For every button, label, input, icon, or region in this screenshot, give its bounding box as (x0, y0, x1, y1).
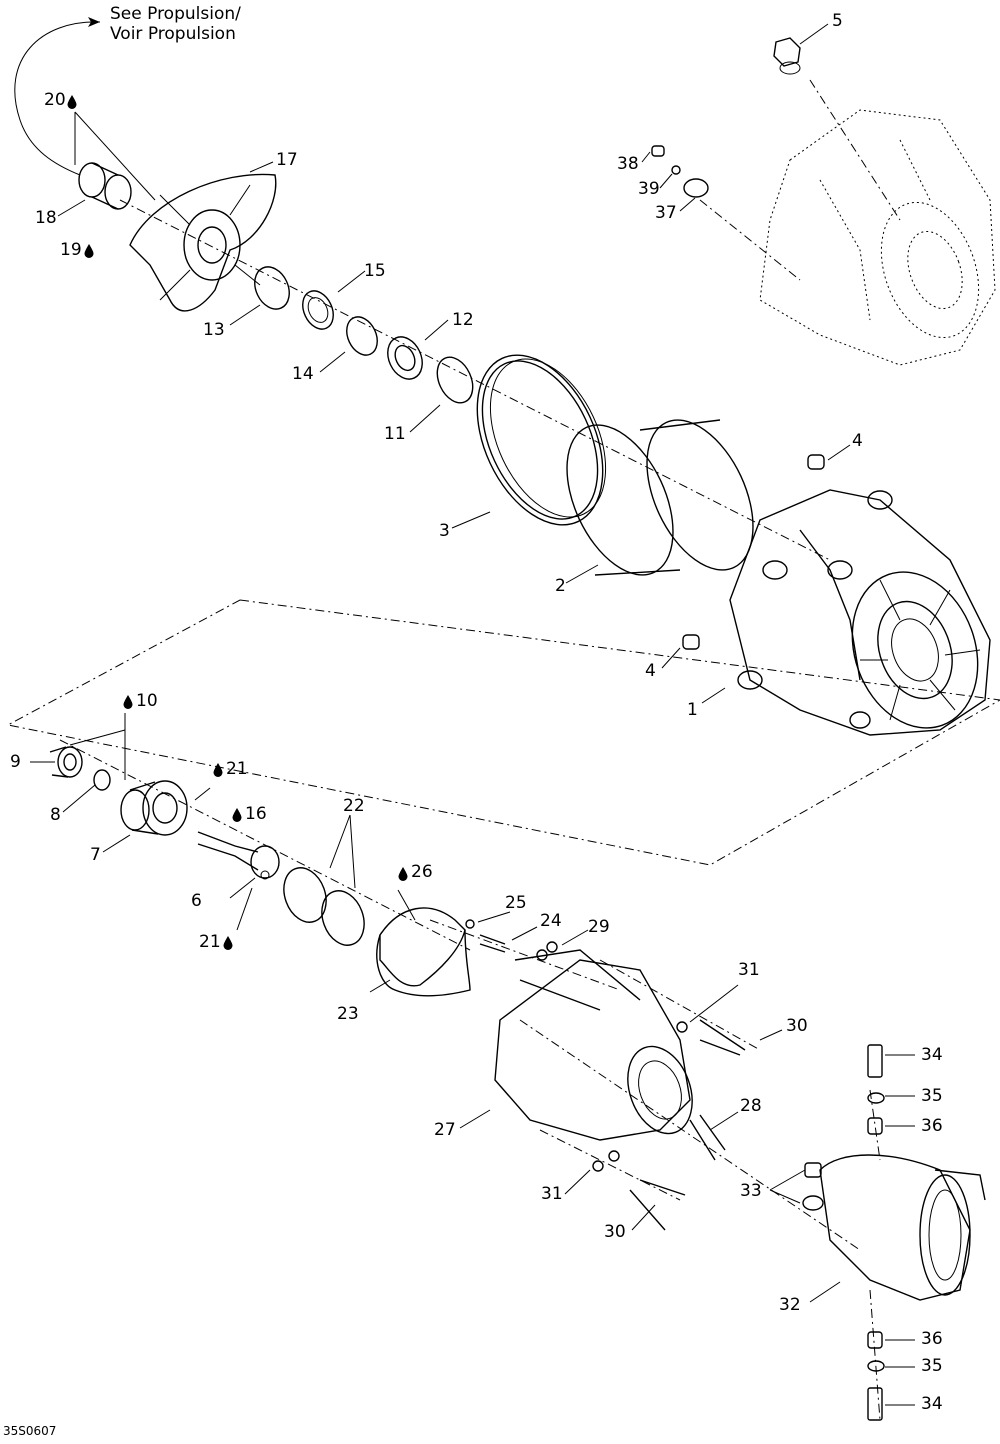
callout-5: 5 (832, 11, 843, 31)
oil-drop-icon (67, 95, 408, 950)
callout-23: 23 (337, 1004, 359, 1024)
venturi-fasteners (592, 1019, 746, 1231)
callout-4-top: 4 (852, 431, 863, 451)
small-o-ring (93, 769, 111, 791)
callout-31-top: 31 (738, 960, 760, 980)
see-propulsion-arrow (14, 17, 101, 176)
seal (387, 336, 423, 380)
callout-12: 12 (452, 310, 474, 330)
callout-33: 33 (740, 1181, 762, 1201)
callout-14: 14 (292, 364, 314, 384)
callout-1: 1 (687, 700, 698, 720)
wear-ring (566, 419, 754, 576)
callout-24: 24 (540, 911, 562, 931)
callout-32: 32 (779, 1295, 801, 1315)
callout-35-bottom: 35 (921, 1356, 943, 1376)
drive-shaft (197, 831, 280, 880)
callout-27: 27 (434, 1120, 456, 1140)
callout-7: 7 (90, 845, 101, 865)
callout-30-top: 30 (786, 1016, 808, 1036)
bushings (682, 454, 825, 650)
note-line-1: See Propulsion/ (110, 4, 241, 24)
callout-17: 17 (276, 150, 298, 170)
callout-28: 28 (740, 1096, 762, 1116)
callout-15: 15 (364, 261, 386, 281)
callout-35-top: 35 (921, 1086, 943, 1106)
callout-36-bottom: 36 (921, 1329, 943, 1349)
circlip (254, 266, 290, 310)
shim (302, 290, 334, 330)
callout-37: 37 (655, 203, 677, 223)
callout-25: 25 (505, 893, 527, 913)
callout-39: 39 (638, 179, 660, 199)
pump-housing (729, 489, 991, 736)
callout-21-bottom: 21 (199, 932, 221, 952)
note-line-2: Voir Propulsion (110, 24, 236, 44)
impeller (129, 173, 277, 312)
venturi (494, 949, 693, 1141)
callout-21-top: 21 (226, 759, 248, 779)
steering-nozzle (819, 1154, 986, 1301)
callout-11: 11 (384, 424, 406, 444)
callout-13: 13 (203, 320, 225, 340)
callout-29: 29 (588, 917, 610, 937)
impeller-cover-cone (376, 907, 471, 997)
callout-26: 26 (411, 862, 433, 882)
callout-22: 22 (343, 796, 365, 816)
callout-16: 16 (245, 804, 267, 824)
callout-20: 20 (44, 90, 66, 110)
propulsion-housing-reference (759, 109, 996, 366)
callout-18: 18 (35, 208, 57, 228)
callout-19: 19 (60, 240, 82, 260)
ball-bearing (120, 780, 188, 836)
callout-34-bottom: 34 (921, 1394, 943, 1414)
bearing-sleeve (49, 746, 83, 778)
callout-6: 6 (191, 891, 202, 911)
assembly-axis-lines (6, 79, 1000, 1421)
callout-30-bottom: 30 (604, 1222, 626, 1242)
callout-4-bottom: 4 (645, 661, 656, 681)
cone-o-rings (283, 867, 365, 946)
drain-plug (773, 37, 801, 75)
fitting-parts (651, 145, 709, 198)
impeller-sleeve (78, 162, 132, 210)
o-ring-seal (436, 356, 474, 404)
see-propulsion-note: See Propulsion/ Voir Propulsion (110, 4, 241, 44)
diagram-code: 35S0607 (3, 1424, 57, 1438)
callout-10: 10 (136, 691, 158, 711)
callout-31-bottom: 31 (541, 1184, 563, 1204)
callout-34-top: 34 (921, 1045, 943, 1065)
nozzle-hardware (802, 1044, 885, 1421)
callout-8: 8 (50, 805, 61, 825)
callout-36-top: 36 (921, 1116, 943, 1136)
callout-2: 2 (555, 576, 566, 596)
callout-3: 3 (439, 521, 450, 541)
callout-38: 38 (617, 154, 639, 174)
large-o-ring (476, 354, 607, 526)
callout-9: 9 (10, 752, 21, 772)
o-ring-small (346, 316, 378, 356)
leader-lines (30, 23, 915, 1406)
